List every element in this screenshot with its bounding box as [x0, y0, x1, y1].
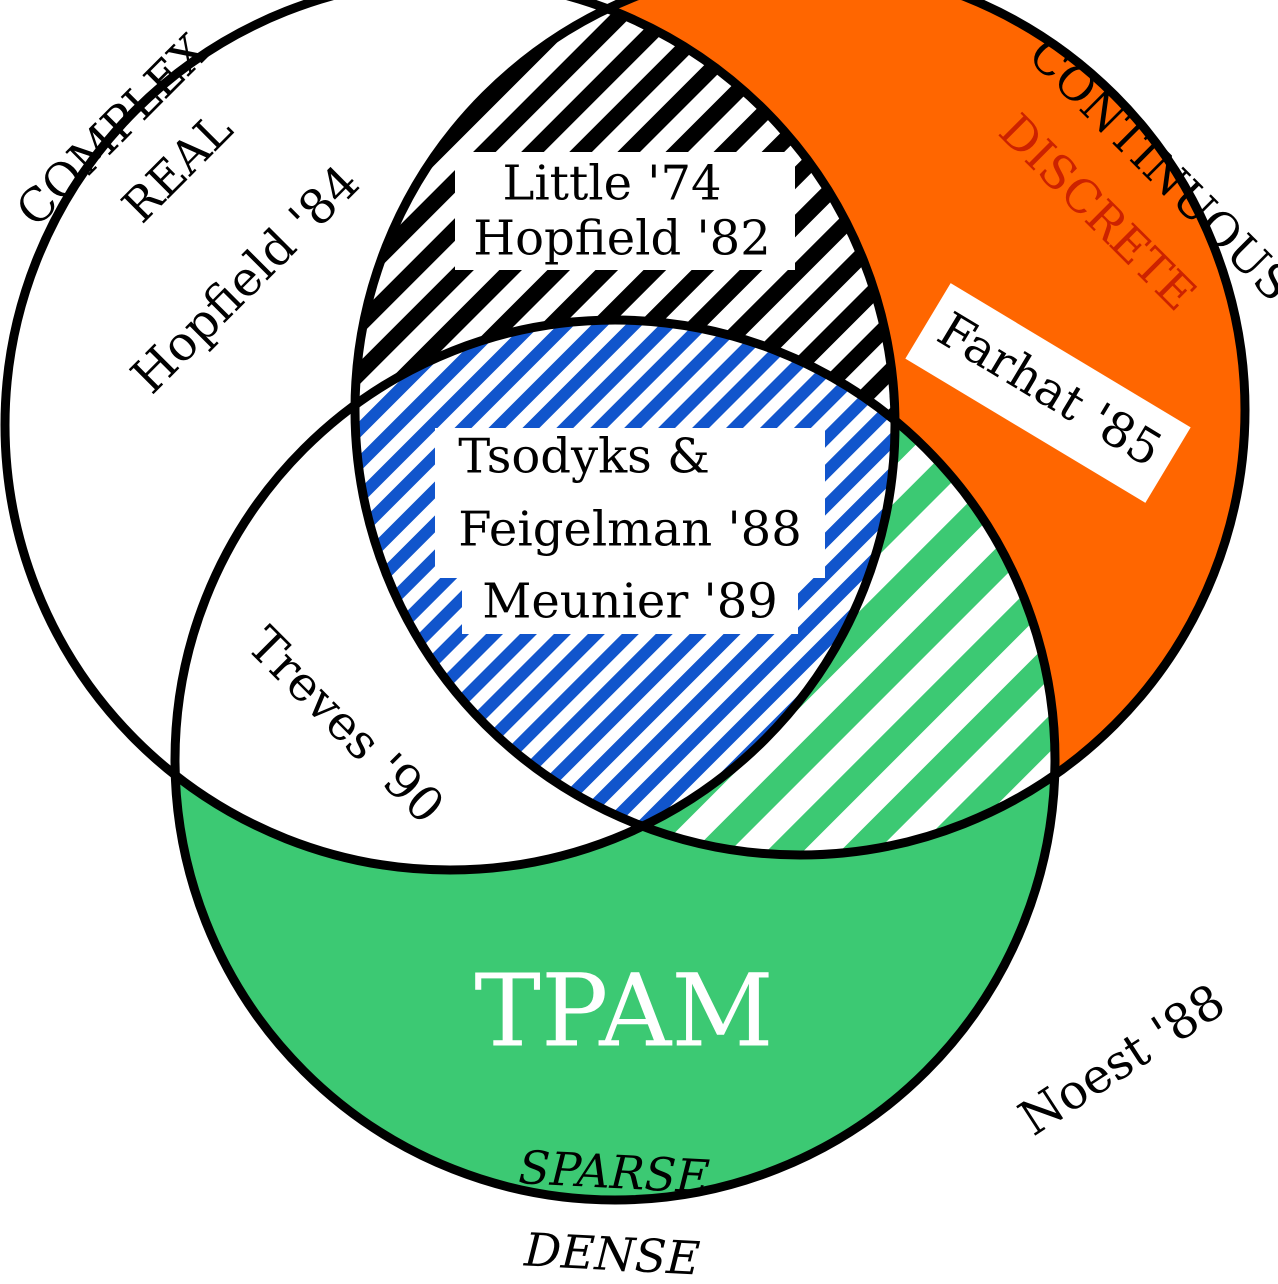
triple-overlap-hatch — [355, 320, 895, 855]
farhat-box — [905, 283, 1191, 503]
meunier-box — [462, 578, 798, 634]
sparse-circle-outline — [170, 315, 1060, 1205]
little-hopfield-box — [455, 152, 795, 270]
tsodyks-label-line1: Tsodyks & — [458, 429, 710, 485]
noest88-label: Noest '88 — [1009, 973, 1235, 1147]
tsodyks-box — [435, 428, 825, 578]
little74-label: Little '74 — [502, 156, 721, 212]
meunier89-label: Meunier '89 — [482, 574, 778, 630]
sparse-label: SPARSE — [517, 1140, 711, 1204]
tpam-label: TPAM — [474, 953, 773, 1070]
hopfield82-label: Hopfield '82 — [473, 211, 771, 267]
tsodyks-label-line2: Feigelman '88 — [458, 502, 802, 558]
dense-label: DENSE — [522, 1222, 701, 1284]
